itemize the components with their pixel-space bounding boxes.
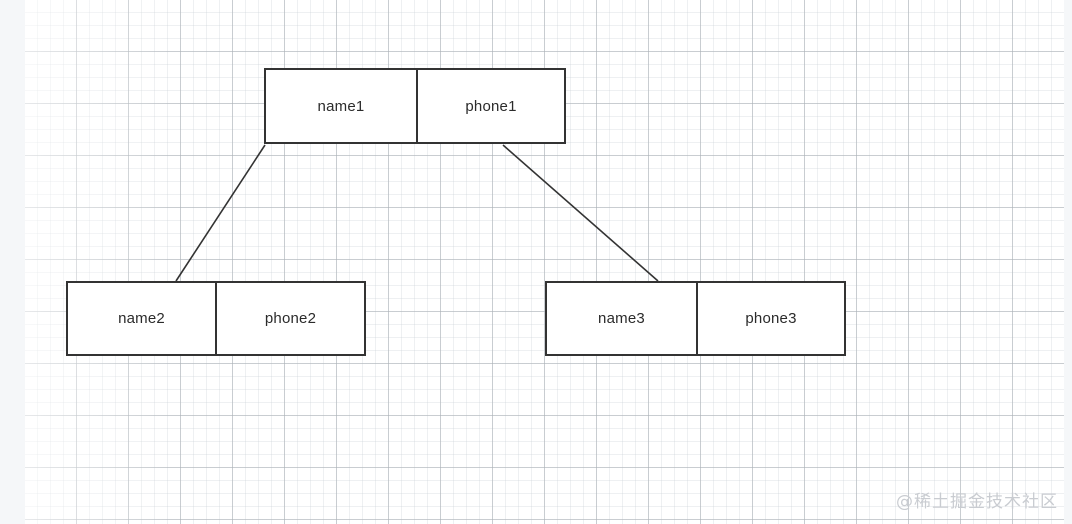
- node-root[interactable]: name1 phone1: [264, 68, 566, 144]
- page-left-margin: [0, 0, 25, 524]
- node-right-phone-cell[interactable]: phone3: [695, 283, 844, 354]
- node-root-phone-cell[interactable]: phone1: [415, 70, 564, 142]
- node-right-phone-label: phone3: [745, 310, 797, 327]
- page-right-margin: [1064, 0, 1072, 524]
- node-right-child[interactable]: name3 phone3: [545, 281, 846, 356]
- node-root-name-label: name1: [317, 97, 365, 115]
- node-root-phone-label: phone1: [465, 97, 517, 115]
- node-left-name-cell[interactable]: name2: [68, 283, 215, 354]
- node-left-child[interactable]: name2 phone2: [66, 281, 366, 356]
- node-right-name-cell[interactable]: name3: [547, 283, 696, 354]
- node-root-name-cell[interactable]: name1: [266, 70, 416, 142]
- node-left-phone-label: phone2: [264, 310, 317, 327]
- node-right-name-label: name3: [598, 310, 645, 327]
- node-left-phone-cell[interactable]: phone2: [215, 283, 364, 354]
- node-left-name-label: name2: [118, 310, 165, 327]
- watermark-text: @稀土掘金技术社区: [896, 492, 1058, 512]
